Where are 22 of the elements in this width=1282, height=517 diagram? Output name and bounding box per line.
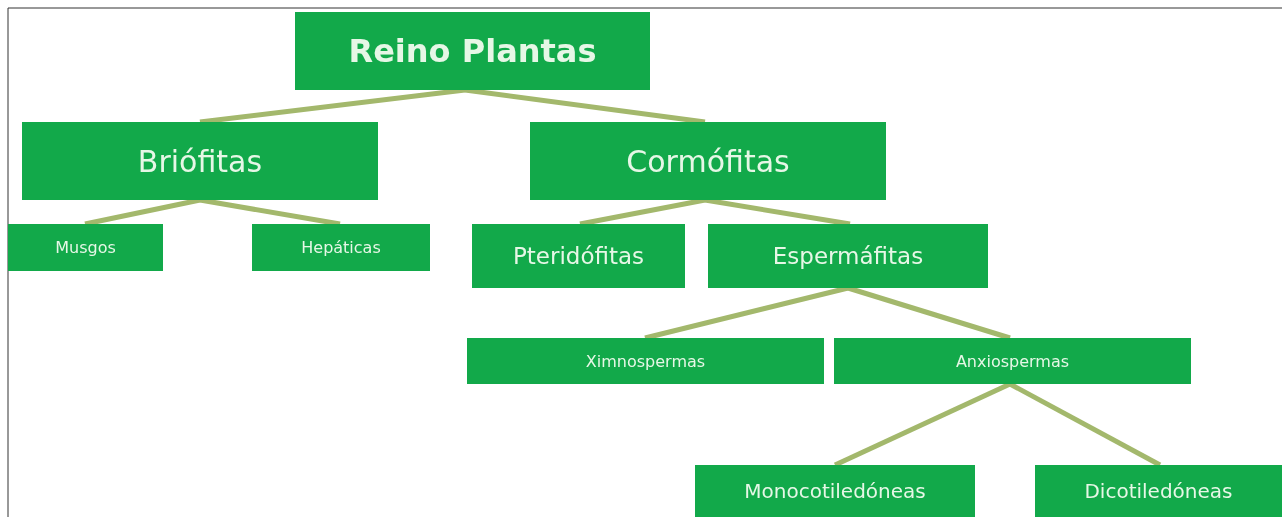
category-box	[295, 12, 650, 90]
category-label: Briófitas	[137, 143, 263, 179]
category-label: Ximnospermas	[585, 351, 706, 371]
category-label: Espermáfitas	[772, 243, 924, 269]
category-box	[834, 338, 1191, 384]
category-box	[472, 224, 685, 288]
category-label: Monocotiledóneas	[744, 479, 926, 503]
category-box	[467, 338, 824, 384]
category-box	[695, 465, 975, 517]
category-label: Cormófitas	[626, 143, 790, 179]
category-box	[8, 224, 163, 271]
category-label: Anxiospermas	[955, 351, 1070, 371]
category-label: Dicotiledóneas	[1084, 479, 1233, 503]
category-box	[530, 122, 886, 200]
category-box	[1035, 465, 1282, 517]
category-label: Reino Plantas	[348, 32, 597, 70]
category-label: Pteridófitas	[512, 243, 645, 269]
category-box	[22, 122, 378, 200]
category-box	[708, 224, 988, 288]
category-label: Musgos	[55, 238, 116, 257]
category-box	[252, 224, 430, 271]
category-label: Hepáticas	[301, 238, 381, 257]
